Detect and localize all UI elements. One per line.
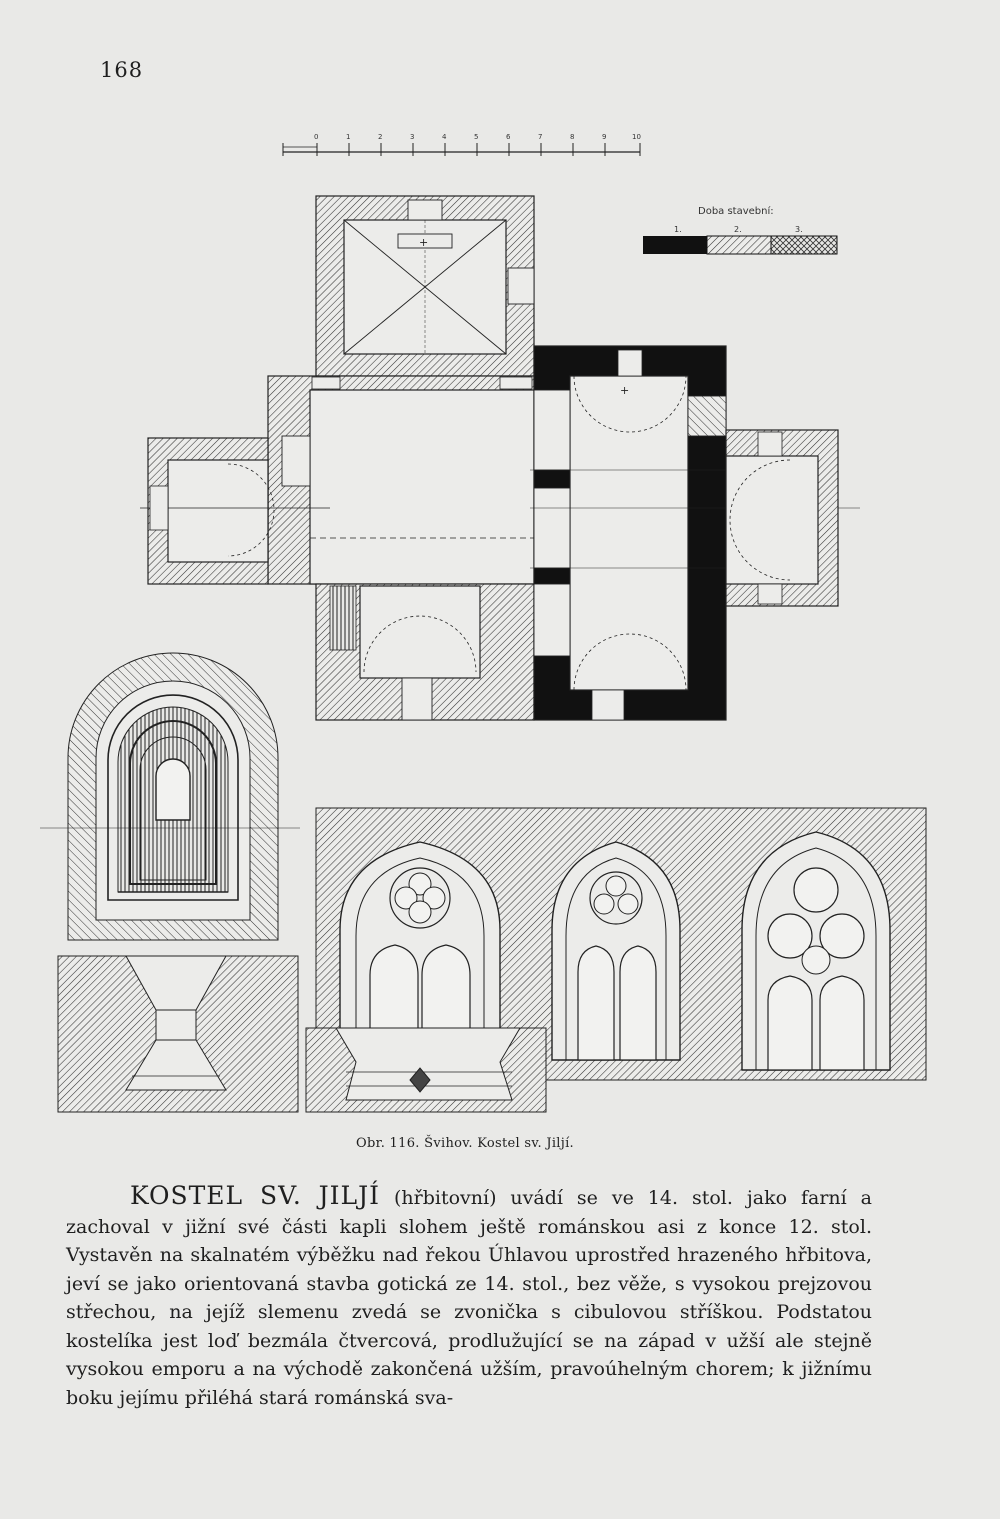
gothic-windows-elevation <box>315 807 927 1081</box>
ground-plan: + + <box>140 195 860 721</box>
legend-label-2: 2. <box>734 225 742 234</box>
article-paragraph: KOSTEL SV. JILJÍ (hřbitovní) uvádí se ve… <box>66 1181 872 1412</box>
sill-section <box>305 1027 547 1113</box>
article-body: KOSTEL SV. JILJÍ (hřbitovní) uvádí se ve… <box>66 1181 872 1412</box>
scale-label-1: 1 <box>346 133 350 141</box>
scale-label-5: 5 <box>474 133 478 141</box>
scale-label-4: 4 <box>442 133 447 141</box>
article-text: (hřbitovní) uvádí se ve 14. stol. jako f… <box>66 1187 872 1409</box>
legend-label-3: 3. <box>795 225 803 234</box>
scale-label-2: 2 <box>378 133 382 141</box>
architectural-figure: 0 1 2 3 4 5 6 7 8 9 10 Doba stavební: 1.… <box>40 133 927 1113</box>
legend-label-1: 1. <box>674 225 682 234</box>
scale-label-10: 10 <box>632 133 641 141</box>
svg-text:+: + <box>620 384 629 397</box>
article-lead: KOSTEL SV. JILJÍ <box>130 1181 381 1210</box>
legend-swatch-2 <box>706 235 772 255</box>
scale-bar: 0 1 2 3 4 5 6 7 8 9 10 <box>282 133 641 156</box>
scale-label-7: 7 <box>538 133 542 141</box>
scale-label-8: 8 <box>570 133 574 141</box>
romanesque-window-elevation <box>40 652 300 941</box>
figure-caption: Obr. 116. Švihov. Kostel sv. Jiljí. <box>356 1136 574 1151</box>
scale-label-9: 9 <box>602 133 606 141</box>
svg-text:+: + <box>419 236 428 249</box>
scale-label-0: 0 <box>314 133 318 141</box>
legend-title: Doba stavební: <box>698 205 774 217</box>
page-number: 168 <box>100 58 144 82</box>
scale-label-3: 3 <box>410 133 414 141</box>
scale-label-6: 6 <box>506 133 511 141</box>
legend-swatch-3 <box>770 235 838 255</box>
construction-period-legend: Doba stavební: 1. 2. 3. <box>643 205 838 255</box>
window-section <box>57 955 299 1113</box>
legend-swatch-1 <box>643 236 707 254</box>
